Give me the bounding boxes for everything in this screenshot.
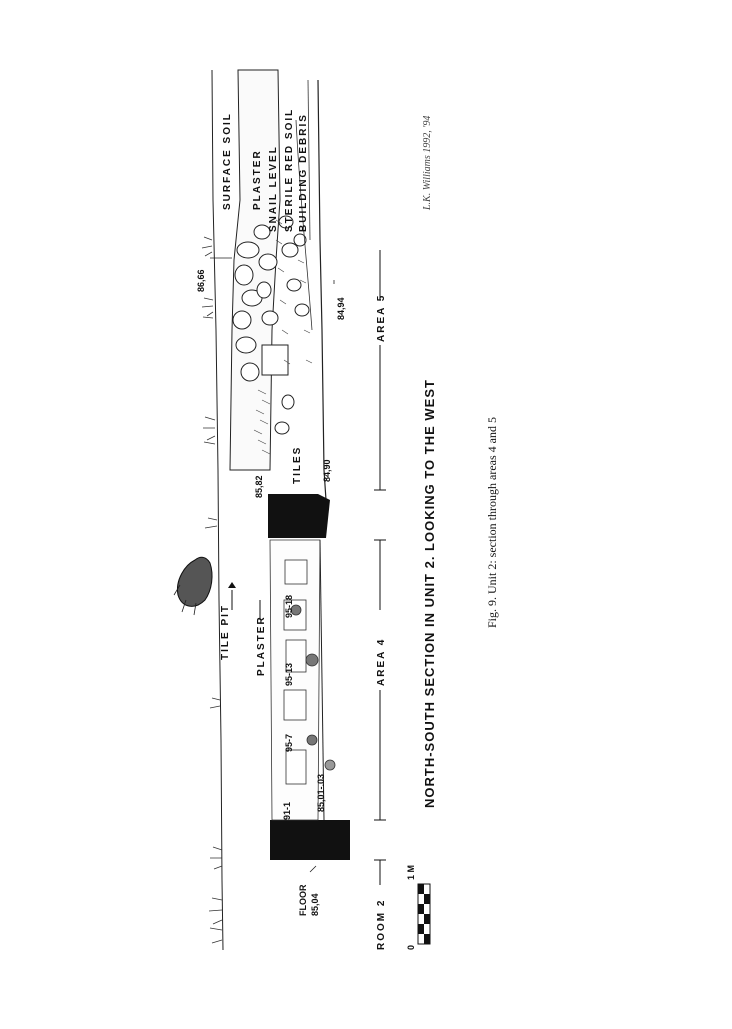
figure-caption: Fig. 9. Unit 2: section through areas 4 … [485, 417, 499, 628]
find-95-7: 95-7 [284, 734, 294, 752]
label-room-2: ROOM 2 [376, 899, 387, 950]
area4-deposit [269, 539, 321, 821]
label-tiles: TILES [292, 446, 303, 484]
level-85-82: 85,82 [254, 475, 264, 498]
scale-one-metre: 1 M [406, 865, 416, 880]
level-85-04: 85,04 [310, 893, 320, 916]
area-divider [374, 250, 386, 885]
level-84-94: 84,94 [336, 297, 346, 320]
artist-signature: L.K. Williams 1992, '94 [422, 116, 433, 211]
vegetation [201, 236, 223, 944]
find-95-13: 95-13 [284, 663, 294, 686]
section-base-line [317, 79, 327, 501]
figure-title: NORTH-SOUTH SECTION IN UNIT 2. LOOKING T… [422, 379, 437, 808]
area4-stones [283, 559, 336, 785]
stone-rubble [232, 215, 310, 435]
find-91-1: 91-1 [282, 802, 292, 820]
level-84-90: 84,90 [322, 459, 332, 482]
label-floor: FLOOR [298, 884, 308, 916]
label-sterile-red-soil: STERILE RED SOIL [284, 108, 295, 232]
label-snail-level: SNAIL LEVEL [268, 145, 279, 232]
label-plaster: PLASTER [256, 615, 267, 676]
wall-block-area5 [268, 494, 318, 538]
find-95-18: 95-18 [284, 595, 294, 618]
label-surface-soil: SURFACE SOIL [222, 112, 233, 210]
label-plaster-top: PLASTER [252, 149, 263, 210]
ground-surface-line [211, 69, 224, 951]
label-area-4: AREA 4 [376, 638, 387, 686]
tile-pit-feature [176, 556, 213, 607]
label-area-5: AREA 5 [376, 294, 387, 342]
scale-bar [417, 883, 431, 945]
label-building-debris: BUILDING DEBRIS [298, 113, 309, 232]
wall-block-room2 [270, 820, 350, 860]
label-tile-pit: TILE PIT [220, 604, 231, 660]
scale-zero: 0 [406, 945, 416, 950]
level-86-66: 86,66 [196, 269, 206, 292]
hatched-debris [253, 219, 313, 455]
level-85-01-03: 85,01-.03 [316, 774, 326, 812]
